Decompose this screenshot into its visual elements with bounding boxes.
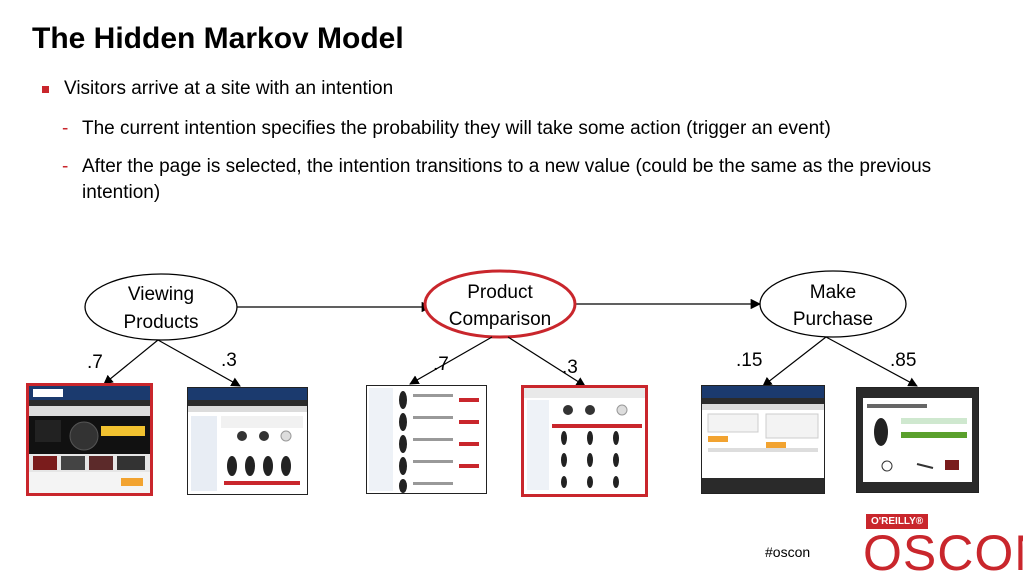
bullet-sub-2: - After the page is selected, the intent…	[62, 154, 992, 206]
prob-1-right: .3	[221, 350, 237, 371]
emission-arrow-2-left	[409, 336, 493, 385]
screenshot-cart-page	[701, 385, 825, 494]
state-product-comparison	[423, 269, 577, 339]
prob-3-right: .85	[890, 350, 916, 371]
screenshot-tire-rebates-homepage	[26, 383, 153, 496]
bullet-main-text: Visitors arrive at a site with an intent…	[64, 78, 394, 99]
prob-3-left: .15	[736, 350, 762, 371]
screenshot-tire-category-page	[187, 387, 308, 495]
prob-2-left: .7	[433, 354, 449, 375]
state-viewing-products	[84, 273, 238, 341]
state-1-line2: Products	[124, 312, 199, 333]
square-bullet-icon	[42, 86, 49, 93]
dash-bullet-icon: -	[62, 156, 69, 177]
bullet-sub-2-text: After the page is selected, the intentio…	[82, 156, 932, 203]
emission-arrow-1-left	[103, 339, 159, 385]
screenshot-add-to-cart-modal	[856, 387, 979, 493]
hashtag-text: #oscon	[765, 544, 811, 560]
screenshot-tire-grid-page	[521, 385, 648, 497]
bullet-sub-1: - The current intention specifies the pr…	[62, 116, 992, 142]
state-2-line2: Comparison	[449, 309, 551, 330]
dash-bullet-icon: -	[62, 118, 69, 139]
oscon-logo: OSCON	[863, 525, 1023, 581]
bullet-main: Visitors arrive at a site with an intent…	[42, 78, 393, 100]
prob-1-left: .7	[87, 352, 103, 373]
screenshot-tire-list-page	[366, 385, 487, 494]
state-3-line2: Purchase	[793, 309, 873, 330]
state-make-purchase	[759, 270, 907, 338]
oreilly-logo: O'REILLY®	[866, 514, 929, 529]
state-2-line1: Product	[467, 282, 533, 303]
slide-title: The Hidden Markov Model	[32, 22, 404, 55]
state-1-line1: Viewing	[128, 284, 194, 305]
emission-arrow-3-right	[825, 336, 918, 387]
emission-arrow-1-right	[157, 339, 241, 387]
emission-arrow-2-right	[507, 336, 586, 387]
emission-arrow-3-left	[762, 336, 827, 387]
bullet-sub-1-text: The current intention specifies the prob…	[82, 118, 831, 139]
prob-2-right: .3	[562, 357, 578, 378]
state-3-line1: Make	[810, 282, 856, 303]
